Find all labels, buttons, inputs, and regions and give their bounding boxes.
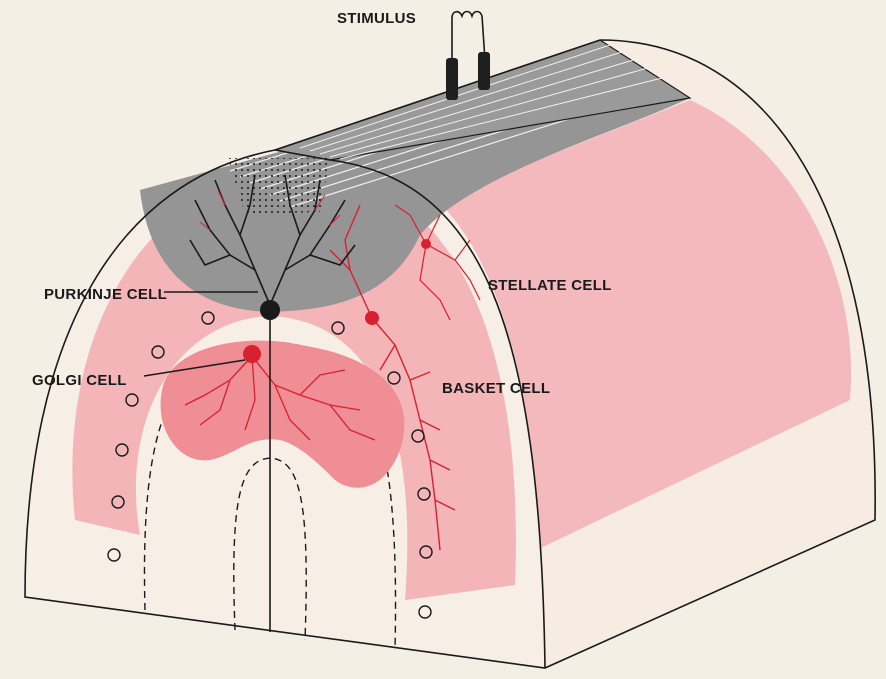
label-basket-cell: BASKET CELL bbox=[442, 380, 550, 397]
label-golgi-cell: GOLGI CELL bbox=[32, 372, 127, 389]
stellate-cell-body bbox=[421, 239, 431, 249]
stimulated-region bbox=[228, 158, 330, 214]
basket-cell-body bbox=[365, 311, 379, 325]
label-purkinje-cell: PURKINJE CELL bbox=[44, 286, 167, 303]
electrode-left bbox=[446, 58, 458, 100]
label-stellate-cell: STELLATE CELL bbox=[488, 277, 612, 294]
electrode-right bbox=[478, 52, 490, 90]
golgi-cell-body bbox=[243, 345, 261, 363]
label-stimulus: STIMULUS bbox=[337, 10, 416, 27]
purkinje-cell-body bbox=[260, 300, 280, 320]
